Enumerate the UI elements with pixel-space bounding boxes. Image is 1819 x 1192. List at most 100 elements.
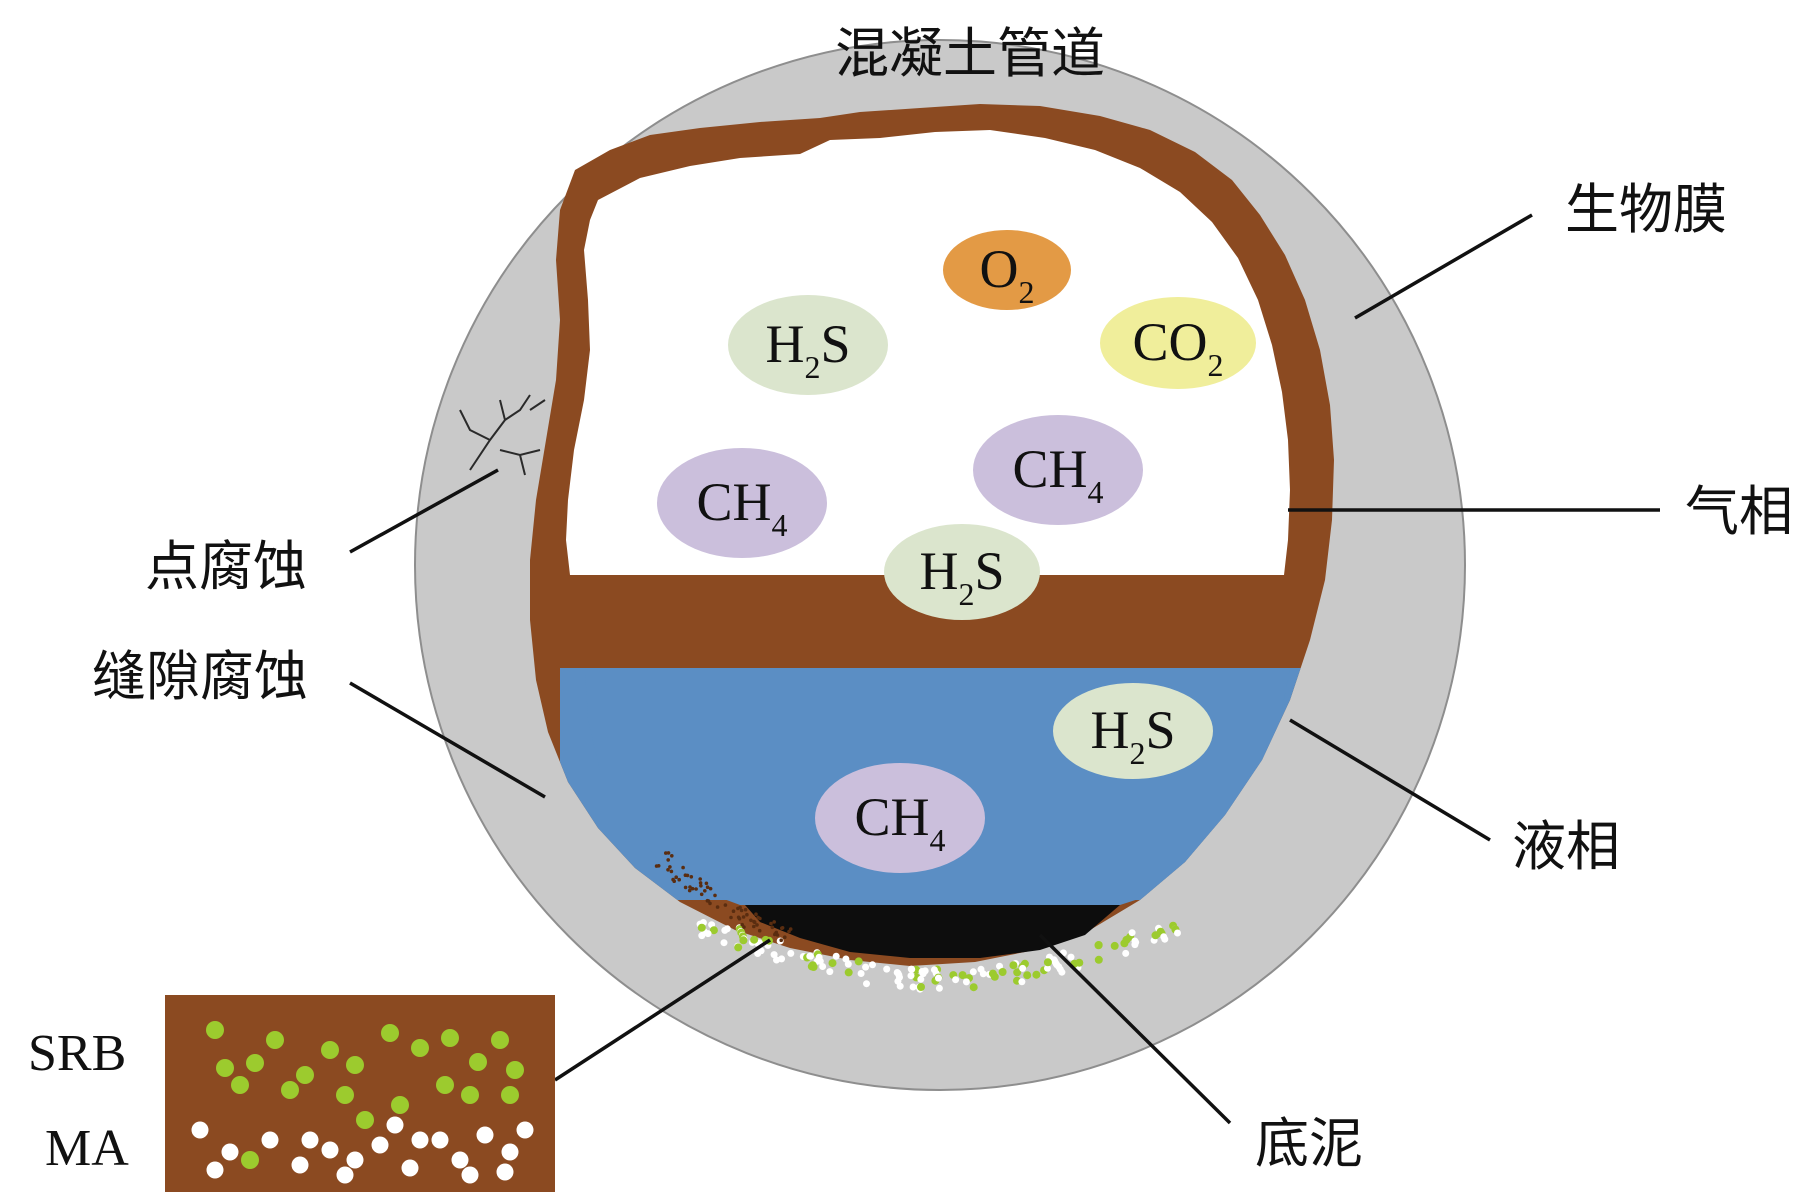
svg-text:H2S: H2S xyxy=(919,541,1004,612)
ma-dot xyxy=(720,939,728,947)
srb-dot xyxy=(750,935,759,944)
crevice-speckle xyxy=(664,851,668,855)
srb-dot xyxy=(1032,970,1041,979)
ma-dot xyxy=(909,983,917,991)
crevice-speckle xyxy=(736,915,741,920)
legend-ma-dot xyxy=(221,1143,239,1161)
legend-ma-dot xyxy=(371,1136,389,1154)
label-sludge: 底泥 xyxy=(1255,1112,1363,1175)
legend-ma-dot xyxy=(191,1121,209,1139)
legend-ma-dot xyxy=(411,1131,429,1149)
crevice-speckle xyxy=(770,925,775,930)
label-biofilm: 生物膜 xyxy=(1565,178,1727,241)
ma-dot xyxy=(1174,929,1181,937)
crevice-speckle xyxy=(752,924,756,929)
svg-text:O2: O2 xyxy=(980,239,1035,310)
ma-dot xyxy=(883,965,891,973)
srb-dot xyxy=(1110,941,1119,950)
legend-srb-dot xyxy=(321,1041,339,1059)
svg-text:H2S: H2S xyxy=(765,314,850,385)
label-pitting: 点腐蚀 xyxy=(145,535,307,598)
legend-ma-dot xyxy=(461,1166,479,1184)
crevice-speckle xyxy=(685,873,690,878)
legend-label-srb: SRB xyxy=(28,1025,126,1082)
crevice-speckle xyxy=(731,909,736,913)
srb-dot xyxy=(828,959,837,968)
legend-srb-dot xyxy=(436,1076,454,1094)
gas-bubble-ch4-left: CH4 xyxy=(657,448,827,558)
crevice-speckle xyxy=(740,922,744,927)
crevice-speckle xyxy=(738,905,742,910)
legend-ma-dot xyxy=(386,1116,404,1134)
ma-dot xyxy=(907,972,915,980)
gas-bubble-h2s-bottom-tail: S xyxy=(974,541,1004,601)
crevice-speckle xyxy=(666,851,671,855)
srb-dot xyxy=(709,926,718,935)
crevice-speckle xyxy=(772,920,776,924)
legend-srb-dot xyxy=(206,1021,224,1039)
crevice-speckle xyxy=(681,865,685,870)
legend-srb-dot xyxy=(391,1096,409,1114)
gas-bubble-ch4-left-main: CH xyxy=(696,472,771,532)
legend-srb-dot xyxy=(296,1066,314,1084)
microbe-legend xyxy=(165,995,555,1192)
ma-dot xyxy=(704,930,712,938)
svg-text:H2S: H2S xyxy=(1090,700,1175,771)
crevice-speckle xyxy=(670,854,674,858)
ma-dot xyxy=(917,975,925,983)
legend-srb-dot xyxy=(246,1054,264,1072)
srb-dot xyxy=(854,957,863,966)
crevice-speckle xyxy=(690,886,695,891)
crevice-speckle xyxy=(745,912,749,917)
ma-dot xyxy=(1018,978,1026,986)
ma-dot xyxy=(996,962,1003,970)
srb-dot xyxy=(1013,968,1022,977)
srb-dot xyxy=(1023,971,1032,980)
ma-dot xyxy=(1019,964,1027,972)
crevice-speckle xyxy=(699,892,704,897)
ma-dot xyxy=(1053,961,1061,969)
ma-dot xyxy=(979,970,987,978)
legend-ma-dot xyxy=(321,1141,339,1159)
crevice-speckle xyxy=(654,864,659,868)
srb-dot xyxy=(969,983,978,992)
crevice-speckle xyxy=(705,885,710,889)
crevice-speckle xyxy=(780,926,785,930)
gas-bubble-ch4-left-sub: 4 xyxy=(772,507,788,543)
srb-dot xyxy=(734,943,743,952)
srb-dot xyxy=(739,936,748,945)
srb-dot xyxy=(990,972,999,981)
liquid-bubble-h2s-tail: S xyxy=(1145,700,1175,760)
gas-bubble-co2: CO2 xyxy=(1100,297,1256,389)
ma-dot xyxy=(1131,941,1139,949)
ma-dot xyxy=(935,984,943,992)
ma-dot xyxy=(1058,968,1066,976)
legend-srb-dot xyxy=(491,1031,509,1049)
gas-bubble-co2-main: CO xyxy=(1132,312,1207,372)
legend-ma-dot xyxy=(336,1166,354,1184)
gas-bubble-h2s-bottom: H2S xyxy=(884,524,1040,620)
legend-ma-dot xyxy=(516,1121,534,1139)
legend-ma-dot xyxy=(401,1159,419,1177)
svg-text:CH4: CH4 xyxy=(696,472,787,543)
liquid-bubble-h2s-sub: 2 xyxy=(1129,735,1145,771)
crevice-speckle xyxy=(723,903,728,907)
liquid-bubble-ch4-main: CH xyxy=(854,787,929,847)
svg-text:CO2: CO2 xyxy=(1132,312,1223,383)
ma-dot xyxy=(952,976,960,984)
ma-dot xyxy=(969,968,977,976)
srb-dot xyxy=(844,968,853,977)
crevice-speckle xyxy=(775,933,780,937)
crevice-speckle xyxy=(755,923,759,927)
gas-bubble-ch4-right-sub: 4 xyxy=(1088,474,1104,510)
crevice-speckle xyxy=(741,915,746,919)
crevice-dots xyxy=(654,851,793,942)
legend-ma-dot xyxy=(501,1143,519,1161)
crevice-speckle xyxy=(729,915,733,920)
crevice-speckle xyxy=(688,885,692,889)
crevice-speckle xyxy=(788,927,793,931)
ma-dot xyxy=(757,947,765,955)
leader-sludge xyxy=(1038,933,1232,1125)
ma-dot xyxy=(919,970,927,978)
legend-srb-dot xyxy=(231,1076,249,1094)
